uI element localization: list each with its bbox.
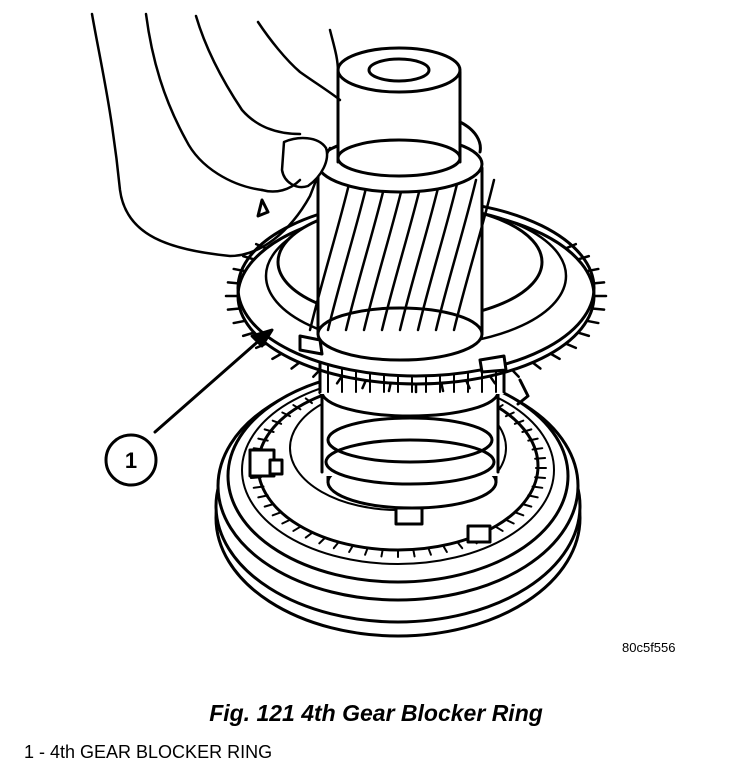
technician-hand <box>90 12 342 258</box>
image-id-label: 80c5f556 <box>622 640 676 655</box>
callout-legend-item: 1 - 4th GEAR BLOCKER RING <box>24 742 273 762</box>
callout-marker <box>104 433 158 487</box>
blocker-ring-teeth <box>224 242 608 394</box>
blocker-ring-lug <box>256 198 270 218</box>
callout-1: 1 <box>104 328 274 487</box>
helical-gear <box>308 46 496 362</box>
callout-number: 1 <box>125 448 137 473</box>
output-shaft <box>318 360 506 510</box>
figure-caption: Fig. 121 4th Gear Blocker Ring <box>209 700 543 726</box>
helical-gear-teeth <box>308 178 496 332</box>
gear-blocker-ring-illustration: 1 <box>90 12 608 638</box>
